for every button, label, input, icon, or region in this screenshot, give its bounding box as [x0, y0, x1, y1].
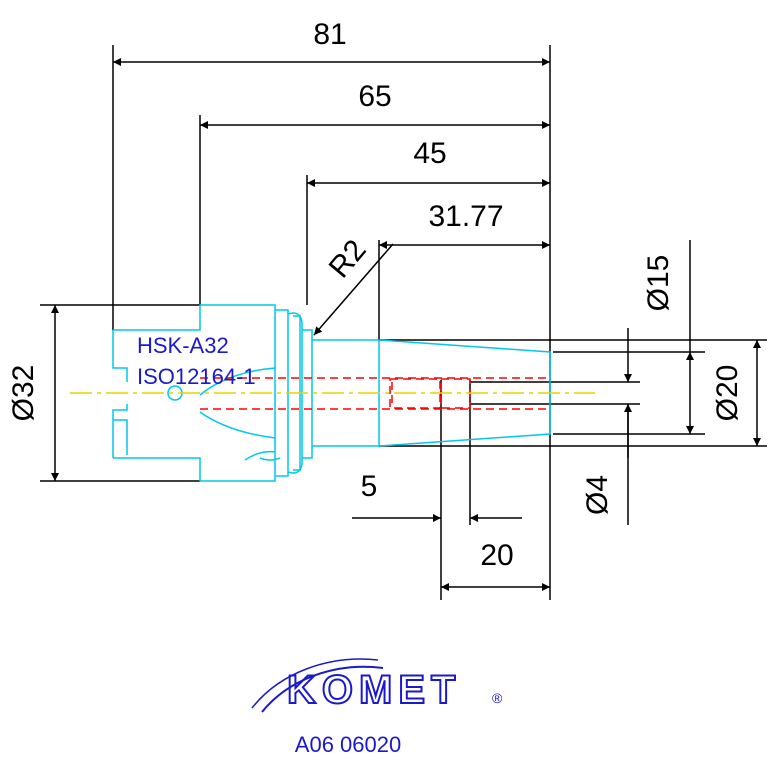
dim-20: 20: [480, 539, 513, 572]
dim-45: 45: [413, 137, 446, 170]
dim-dia-15: Ø15: [642, 255, 675, 312]
brand-name: KOMET: [287, 668, 461, 712]
dim-31-77: 31.77: [428, 200, 503, 233]
dim-81: 81: [313, 18, 346, 51]
registered-mark: ®: [492, 690, 503, 706]
hidden-lines: [200, 377, 550, 410]
dim-dia-32: Ø32: [7, 365, 40, 422]
interface-label: HSK-A32: [137, 333, 229, 358]
standard-label: ISO12164-1: [137, 364, 256, 389]
dim-65: 65: [358, 80, 391, 113]
dim-dia-20: Ø20: [711, 365, 744, 422]
part-outline: [112, 304, 551, 482]
article-code: A06 06020: [295, 732, 401, 757]
dimension-lines: [40, 45, 767, 600]
dim-5: 5: [361, 470, 378, 503]
dim-dia-4: Ø4: [581, 475, 614, 515]
komet-logo: KOMET ®: [251, 658, 503, 713]
